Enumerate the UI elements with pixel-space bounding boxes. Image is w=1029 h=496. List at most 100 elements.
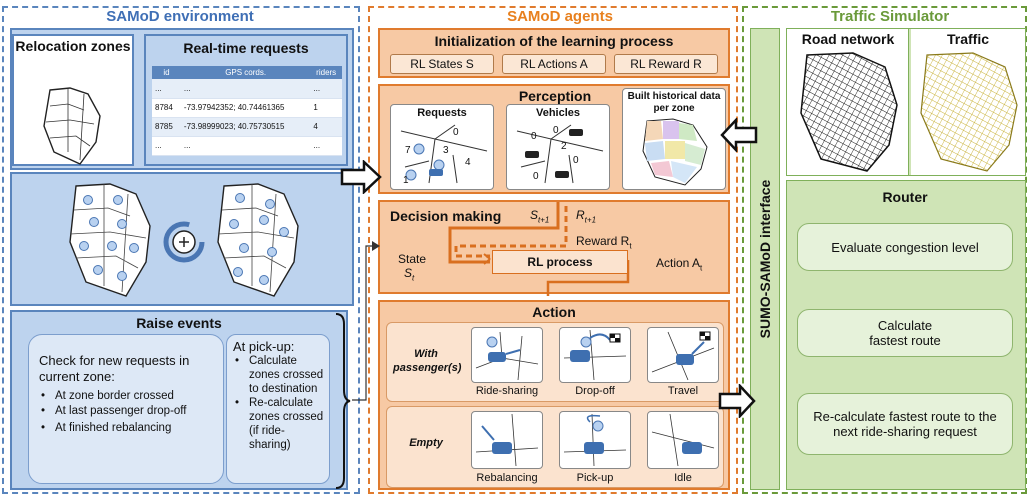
- table-row: 8785 -73.98999023; 40.75730515 4: [152, 117, 342, 137]
- with-passenger-label: With passenger(s): [393, 348, 462, 374]
- evaluate-congestion-box: Evaluate congestion level: [797, 223, 1013, 271]
- next-state-label: St+1: [530, 208, 549, 224]
- decision-flow-arrows: [448, 202, 630, 296]
- road-network-map: [800, 52, 898, 172]
- next-reward-label: Rt+1: [576, 208, 596, 224]
- check-new-requests-card: Check for new requests in current zone: …: [28, 334, 224, 484]
- samod-agents-section: [368, 6, 738, 494]
- table-cell: 8784: [152, 98, 181, 118]
- raise-events-brace: [335, 313, 351, 489]
- rebalancing-icon: [475, 413, 539, 467]
- state-label: State St: [398, 252, 426, 285]
- relocation-zones-map: [43, 87, 101, 165]
- table-row: ... ... ...: [152, 136, 342, 156]
- pickup-events-list: Calculate zones crossed to destination R…: [233, 354, 325, 452]
- rl-actions-chip: RL Actions A: [502, 54, 606, 74]
- with-passenger-row: With passenger(s) Ride-sharing Drop-off: [386, 322, 724, 402]
- requests-table-wrap: id GPS cords. riders ... ... ... 8784 -7…: [152, 66, 342, 156]
- table-header-riders: riders: [310, 66, 342, 79]
- state-symbol-wrap: St: [398, 266, 426, 285]
- vehicles-map-graphic: [516, 124, 604, 184]
- next-state-sub: t+1: [538, 215, 550, 225]
- pick-up-thumb: [559, 411, 631, 469]
- sumo-samod-interface-label: SUMO-SAMoD interface: [757, 179, 773, 339]
- empty-row: Empty Rebalancing Pick-up Idle: [386, 406, 724, 488]
- reward-text: Reward R: [576, 234, 630, 248]
- perception-box: Perception Requests 0 7 3 4 1 Vehicles 0…: [378, 84, 730, 194]
- env-to-agents-arrow: [340, 160, 382, 194]
- city-map-before: [69, 183, 151, 297]
- table-cell: ...: [152, 136, 181, 156]
- relocation-zones-box: Relocation zones: [12, 34, 134, 166]
- decision-making-title: Decision making: [390, 208, 502, 224]
- list-item: Calculate zones crossed to destination: [233, 354, 325, 396]
- table-cell: ...: [152, 79, 181, 99]
- calculate-fastest-route-box: Calculate fastest route: [797, 309, 1013, 357]
- table-header-row: id GPS cords. riders: [152, 66, 342, 79]
- perception-vehicles-label: Vehicles: [535, 107, 581, 119]
- raise-events-box: Raise events Check for new requests in c…: [10, 310, 348, 490]
- samod-agents-title: SAMoD agents: [507, 8, 613, 25]
- pick-up-icon: [563, 413, 627, 467]
- traffic-card: Traffic: [911, 29, 1025, 175]
- router-title: Router: [882, 189, 928, 205]
- rl-reward-chip: RL Reward R: [614, 54, 718, 74]
- real-time-requests-title: Real-time requests: [183, 40, 309, 56]
- initialization-title: Initialization of the learning process: [434, 33, 674, 49]
- check-new-requests-title: Check for new requests in current zone:: [39, 353, 190, 384]
- list-item: At zone border crossed: [39, 389, 213, 403]
- maps-panel: Road network Traffic: [786, 28, 1026, 176]
- table-cell: 4: [310, 117, 342, 137]
- list-item: At finished rebalancing: [39, 421, 213, 435]
- traffic-simulator-section: [742, 6, 1027, 494]
- table-row: 8784 -73.97942352; 40.74461365 1: [152, 98, 342, 118]
- table-cell: ...: [310, 79, 342, 99]
- rl-process-box: RL process: [492, 250, 628, 274]
- recalculate-route-box: Re-calculate fastest route to the next r…: [797, 393, 1013, 455]
- raise-events-title: Raise events: [136, 315, 222, 331]
- travel-label: Travel: [667, 385, 699, 397]
- perception-requests-label: Requests: [417, 107, 467, 119]
- perception-title: Perception: [518, 88, 592, 104]
- action-text: Action A: [656, 256, 701, 270]
- state-text: State: [398, 252, 427, 266]
- perception-vehicles-card: Vehicles 0 0 2 0 0: [506, 104, 610, 190]
- reward-label: Reward Rt: [576, 234, 632, 250]
- request-count: 1: [403, 175, 409, 186]
- vehicle-count: 0: [533, 171, 539, 182]
- request-count: 4: [465, 157, 471, 168]
- table-cell: 1: [310, 98, 342, 118]
- road-network-title: Road network: [801, 31, 895, 47]
- table-header-id: id: [152, 66, 181, 79]
- requests-table: id GPS cords. riders ... ... ... 8784 -7…: [152, 66, 342, 156]
- pick-up-label: Pick-up: [576, 472, 614, 484]
- table-cell: -73.98999023; 40.75730515: [180, 117, 311, 137]
- samod-environment-title: SAMoD environment: [106, 8, 254, 25]
- traffic-simulator-title: Traffic Simulator: [830, 8, 950, 25]
- drop-off-label: Drop-off: [575, 385, 615, 397]
- idle-label: Idle: [674, 472, 692, 484]
- historical-data-card: Built historical data per zone: [622, 88, 726, 190]
- traffic-title: Traffic: [946, 31, 989, 47]
- city-map-after: [217, 183, 299, 297]
- action-title: Action: [532, 304, 576, 320]
- travel-icon: [651, 331, 715, 381]
- relocation-zones-title: Relocation zones: [15, 38, 131, 54]
- requests-map-graphic: [400, 124, 488, 184]
- next-reward-sub: t+1: [584, 215, 597, 225]
- table-cell: -73.97942352; 40.74461365: [180, 98, 311, 118]
- ride-sharing-icon: [475, 331, 539, 381]
- raise-events-connector: [352, 241, 380, 401]
- action-sub: t: [700, 263, 703, 273]
- router-panel: Router Evaluate congestion level Calcula…: [786, 180, 1026, 490]
- historical-data-map: [642, 118, 708, 186]
- state-sub: t: [412, 273, 415, 283]
- drop-off-thumb: [559, 327, 631, 383]
- check-events-list: At zone border crossed At last passenger…: [39, 389, 213, 435]
- list-item: At last passenger drop-off: [39, 404, 213, 418]
- vehicle-count: 0: [531, 131, 537, 142]
- sumo-samod-interface-bar: [750, 28, 780, 490]
- request-count: 3: [443, 145, 449, 156]
- rebalancing-illustration-panel: [10, 172, 354, 306]
- state-symbol: S: [404, 266, 413, 280]
